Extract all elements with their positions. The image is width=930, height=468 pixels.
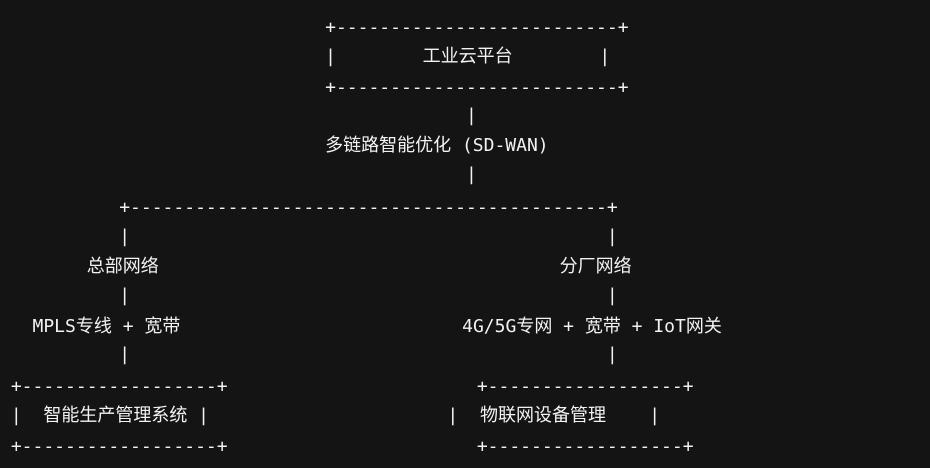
branch-connectors: | | [0,226,618,247]
platform-box-top-border: +--------------------------+ [0,17,629,38]
system-boxes-top-border: +------------------+ +------------------… [0,376,694,397]
branch-connectors: | | [0,285,618,306]
platform-box-title-row: | 工业云平台 | [0,46,611,67]
connector-vertical: | [0,164,477,185]
system-boxes-title-row: | 智能生产管理系统 | | 物联网设备管理 | [0,405,661,426]
system-boxes-bottom-border: +------------------+ +------------------… [0,436,694,457]
branch-horizontal-line: +---------------------------------------… [0,197,618,218]
link-type-labels-row: MPLS专线 + 宽带 4G/5G专网 + 宽带 + IoT网关 [0,316,722,337]
sdwan-label: 多链路智能优化 (SD-WAN) [0,135,549,156]
platform-box-bottom-border: +--------------------------+ [0,77,629,98]
site-labels-row: 总部网络 分厂网络 [0,256,632,277]
connector-vertical: | [0,105,477,126]
branch-connectors: | | [0,344,618,365]
